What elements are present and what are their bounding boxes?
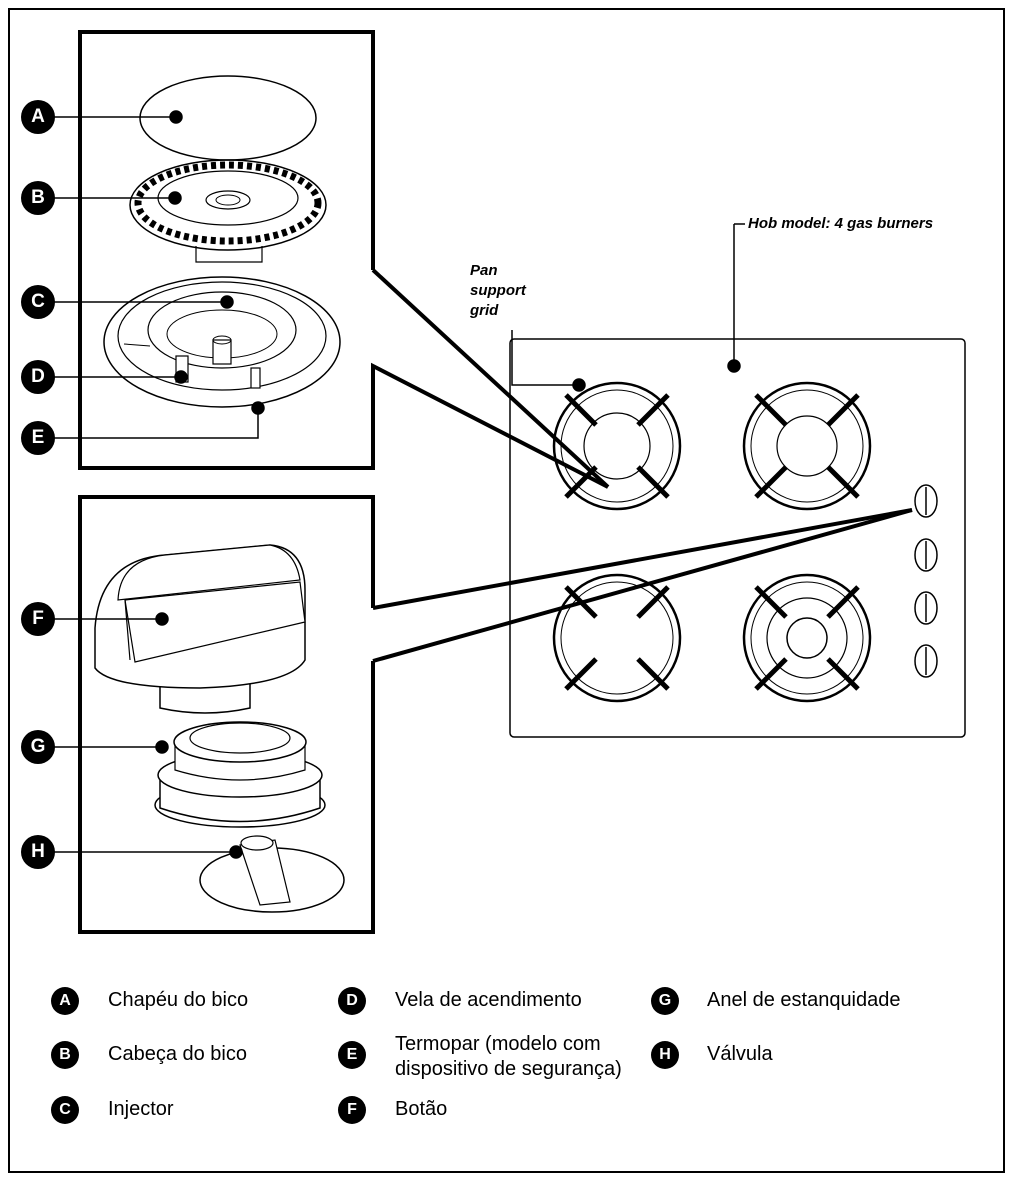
legend-text-e-line-2: dispositivo de segurança) xyxy=(395,1058,622,1080)
part-badge-d: D xyxy=(21,360,55,394)
part-badge-c: C xyxy=(21,285,55,319)
legend-badge-e: E xyxy=(338,1041,366,1069)
part-badge-e: E xyxy=(21,421,55,455)
burner-rear-right xyxy=(742,381,872,511)
legend-text-a: Chapéu do bico xyxy=(108,989,249,1011)
burner-front-left xyxy=(552,573,682,703)
part-badge-f: F xyxy=(21,602,55,636)
valve-drawing xyxy=(199,835,345,913)
pan-support-line-1: Pan xyxy=(470,262,498,279)
legend-text-e-line-1: Termopar (modelo com xyxy=(395,1033,601,1055)
sealing-ring-drawing xyxy=(154,721,326,828)
leader-lines xyxy=(46,110,745,859)
legend-text-b: Cabeça do bico xyxy=(108,1043,247,1065)
burner-front-right xyxy=(742,573,872,703)
burner-parts-frame xyxy=(78,30,609,489)
burner-rear-left xyxy=(552,381,682,511)
legend-badge-d: D xyxy=(338,987,366,1015)
knob-zoom-line-2 xyxy=(372,508,913,663)
part-badge-b: B xyxy=(21,181,55,215)
legend-text-h: Válvula xyxy=(707,1043,773,1065)
part-badge-g: G xyxy=(21,730,55,764)
legend-text-c: Injector xyxy=(108,1098,174,1120)
burner-head-drawing xyxy=(129,159,327,263)
hob-outline xyxy=(509,338,966,738)
part-badge-h: H xyxy=(21,835,55,869)
burner-base-drawing xyxy=(103,276,341,408)
legend-badge-g: G xyxy=(651,987,679,1015)
legend-badge-f: F xyxy=(338,1096,366,1124)
burner-cap-drawing xyxy=(139,75,317,161)
legend-badge-b: B xyxy=(51,1041,79,1069)
knob-drawing xyxy=(94,544,306,714)
burner-zoom-line xyxy=(371,268,610,489)
pan-support-callout: Pan support grid xyxy=(470,261,526,321)
knob-zoom-line-1 xyxy=(372,508,913,610)
legend-badge-h: H xyxy=(651,1041,679,1069)
hob-model-callout: Hob model: 4 gas burners xyxy=(748,215,934,232)
page-frame xyxy=(8,8,1005,1173)
hob-control-knobs xyxy=(914,484,938,678)
legend-badge-c: C xyxy=(51,1096,79,1124)
part-badge-a: A xyxy=(21,100,55,134)
legend-text-e: Termopar (modelo com dispositivo de segu… xyxy=(395,1032,622,1082)
legend-badge-a: A xyxy=(51,987,79,1015)
legend-text-d: Vela de acendimento xyxy=(395,989,582,1011)
hob-burners xyxy=(552,381,872,703)
legend-text-f: Botão xyxy=(395,1098,448,1120)
legend-text-g: Anel de estanquidade xyxy=(707,989,901,1011)
pan-support-line-2: support xyxy=(470,282,526,299)
pan-support-line-3: grid xyxy=(470,302,499,319)
knob-parts-frame xyxy=(78,495,375,934)
